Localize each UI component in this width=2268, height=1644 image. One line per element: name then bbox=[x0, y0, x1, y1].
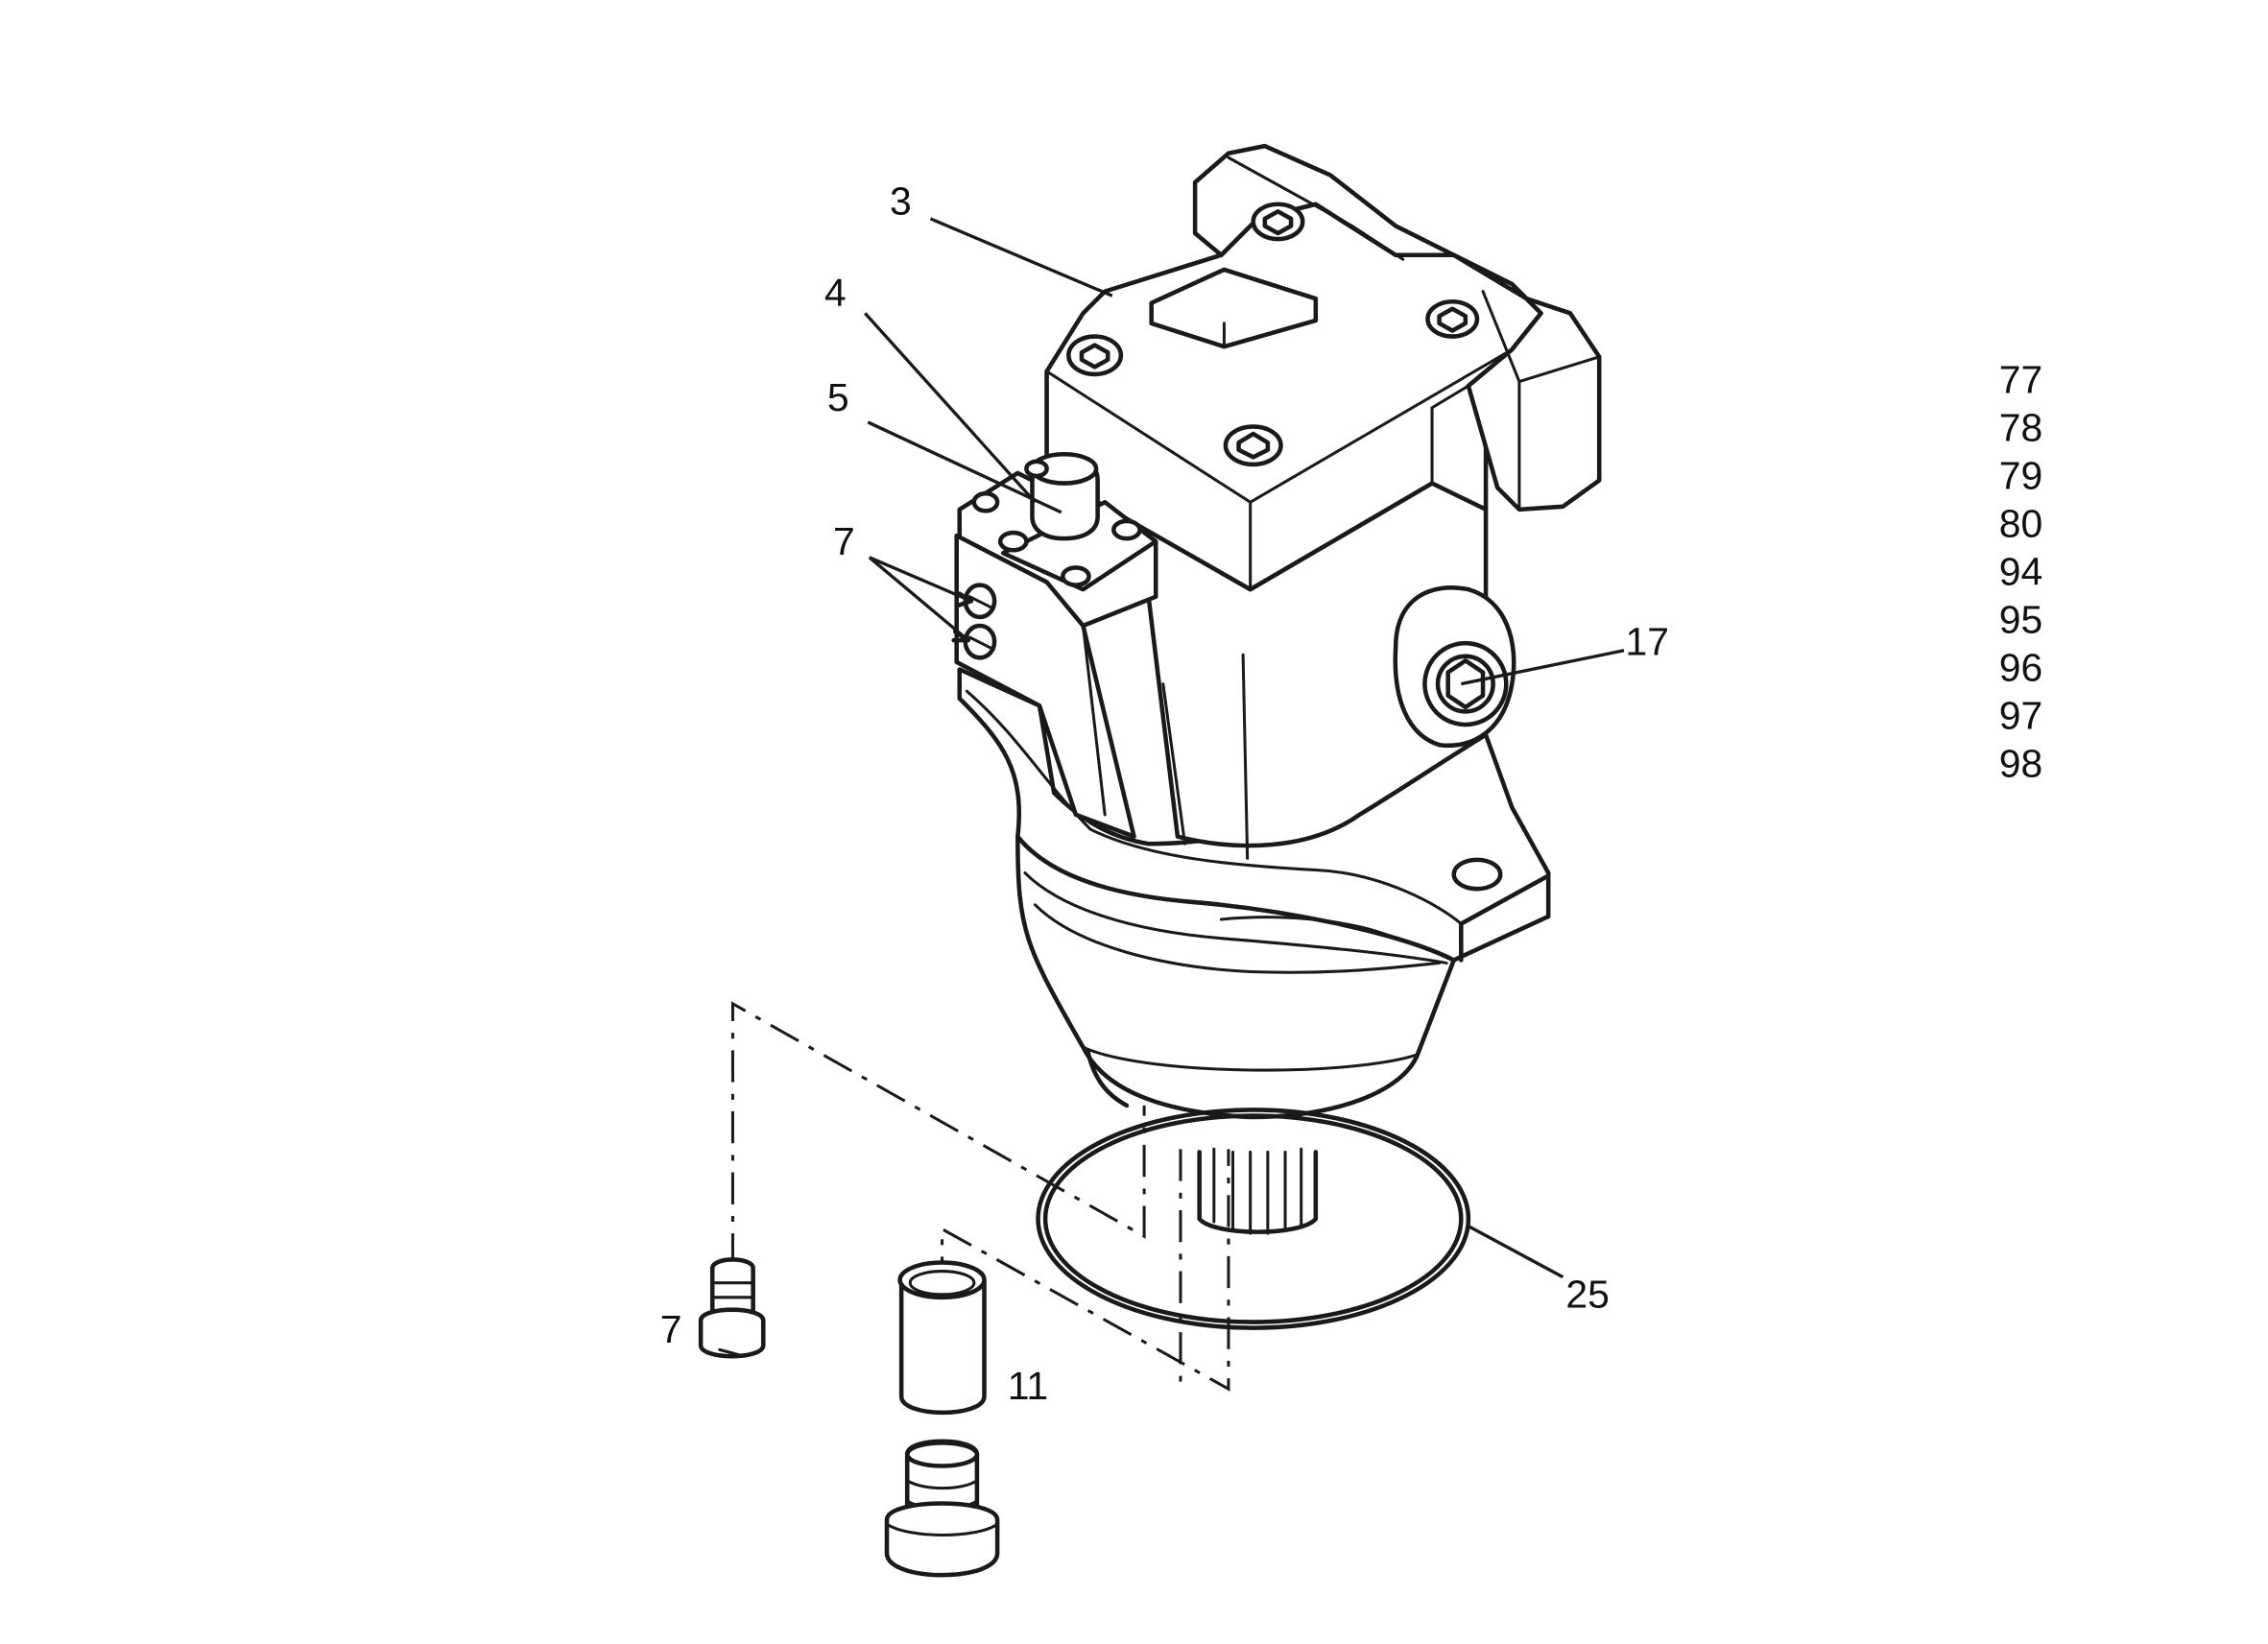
valve-cover bbox=[954, 451, 1158, 839]
callout-7-lower: 7 bbox=[660, 1307, 682, 1351]
side-port bbox=[1393, 585, 1516, 749]
top-bolt bbox=[1223, 424, 1283, 467]
part-ref: 95 bbox=[1999, 598, 2042, 642]
callout-17: 17 bbox=[1625, 619, 1668, 663]
top-bolt bbox=[1066, 334, 1124, 377]
o-ring bbox=[1036, 1108, 1471, 1330]
callout-25: 25 bbox=[1565, 1272, 1609, 1316]
callout-3: 3 bbox=[890, 179, 912, 223]
part-ref: 78 bbox=[1999, 406, 2042, 450]
swing-motor-assembly bbox=[954, 143, 1602, 1330]
top-bolt bbox=[1425, 298, 1480, 339]
callout-5: 5 bbox=[827, 375, 849, 419]
part-ref: 98 bbox=[1999, 742, 2042, 786]
callout-labels: 3 4 5 7 17 25 7 11 bbox=[660, 179, 1669, 1408]
part-ref: 97 bbox=[1999, 694, 2042, 738]
screw-7 bbox=[698, 1257, 766, 1359]
leader-lines bbox=[864, 217, 1625, 1279]
part-ref: 79 bbox=[1999, 454, 2042, 498]
top-valve-block bbox=[1044, 143, 1602, 592]
callout-11: 11 bbox=[1008, 1364, 1048, 1408]
part-reference-list: 77 78 79 80 94 95 96 97 98 bbox=[1999, 358, 2042, 786]
callout-4: 4 bbox=[824, 271, 847, 315]
sleeve-11 bbox=[897, 1260, 987, 1416]
part-ref: 94 bbox=[1999, 550, 2042, 594]
plug bbox=[884, 1439, 1000, 1578]
top-bolt bbox=[1251, 202, 1305, 242]
output-shaft bbox=[1197, 1147, 1319, 1235]
part-ref: 80 bbox=[1999, 502, 2042, 546]
callout-7-upper: 7 bbox=[833, 519, 855, 563]
part-ref: 77 bbox=[1999, 358, 2042, 402]
part-ref: 96 bbox=[1999, 646, 2042, 690]
